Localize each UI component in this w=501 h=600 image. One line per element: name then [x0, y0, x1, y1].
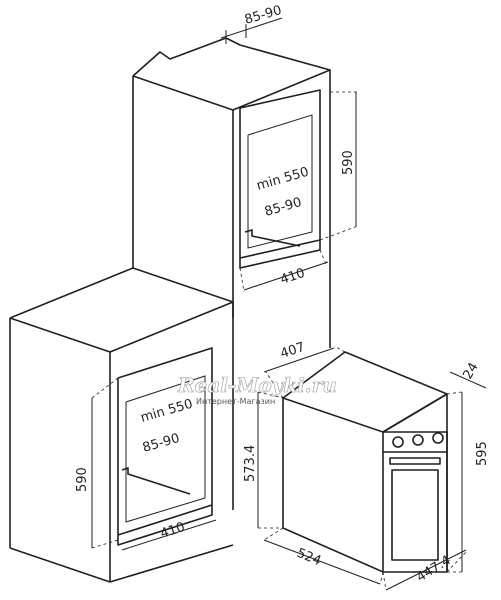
dim-upper-gap: 85-90	[263, 195, 303, 220]
dim-oven-height: 595	[475, 441, 490, 466]
dim-upper-min-depth: min 550	[255, 165, 311, 194]
dim-upper-width: 410	[279, 266, 307, 288]
watermark-tagline: Интернет-Магазин	[196, 397, 275, 406]
dimension-lines	[91, 17, 487, 591]
dim-panel-thickness: 24	[460, 360, 481, 382]
dim-lower-min-depth: min 550	[139, 397, 195, 426]
dim-oven-bottom-depth: 524	[295, 546, 324, 569]
dim-lower-gap: 85-90	[141, 431, 181, 456]
door-window-icon	[391, 469, 439, 561]
dim-oven-width-top: 407	[279, 340, 307, 362]
dim-oven-depth: 573.4	[243, 445, 258, 482]
lower-cabinet	[9, 267, 234, 583]
dim-lower-width: 410	[159, 520, 187, 542]
dim-upper-niche-height: 590	[341, 150, 356, 175]
watermark-brand: Real-Moyki.ru	[177, 373, 337, 397]
knob-left-icon	[392, 436, 404, 448]
knob-center-icon	[412, 434, 424, 446]
dim-oven-front-width: 447.4	[414, 553, 454, 585]
dim-lower-niche-height: 590	[75, 467, 90, 492]
door-handle-icon	[389, 457, 441, 465]
knob-right-icon	[432, 432, 444, 444]
